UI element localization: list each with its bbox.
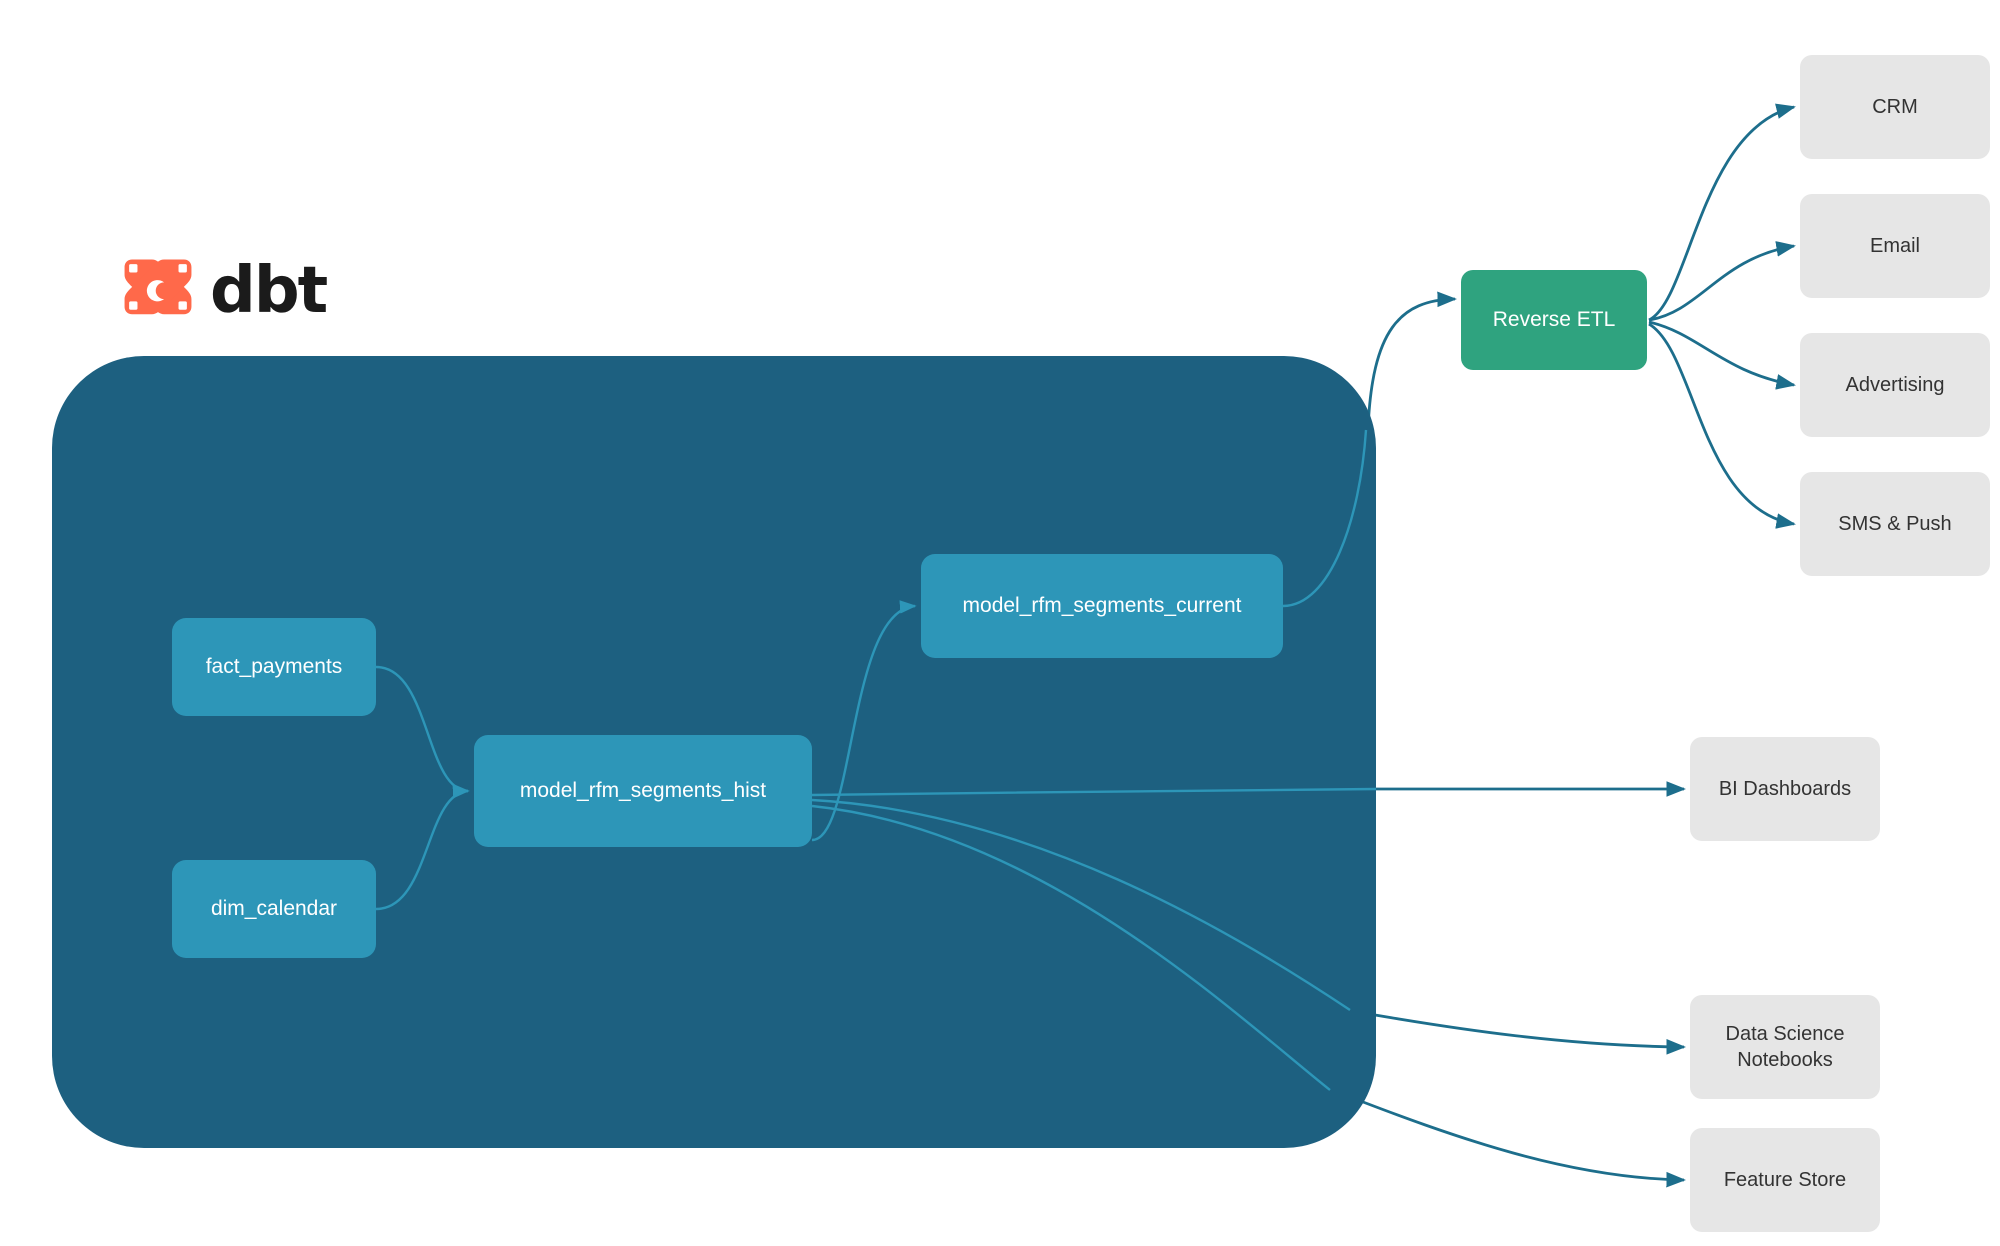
dbt-wordmark: dbt xyxy=(210,254,328,328)
consumer-node-data-science-notebooks[interactable]: Data Science Notebooks xyxy=(1690,995,1880,1099)
model-node-label: dim_calendar xyxy=(210,897,338,920)
model-node-label: model_rfm_segments_hist xyxy=(519,779,767,802)
destination-node-crm[interactable]: CRM xyxy=(1800,55,1990,159)
model-node-label: model_rfm_segments_current xyxy=(962,594,1242,617)
model-node-label: fact_payments xyxy=(205,655,343,678)
dbt-logo-icon xyxy=(124,259,192,315)
destination-label: Advertising xyxy=(1845,374,1945,396)
edge-project-to-ds-notebooks xyxy=(1351,1009,1686,1055)
destination-node-sms-push[interactable]: SMS & Push xyxy=(1800,472,1990,576)
model-node-dim-calendar[interactable]: dim_calendar xyxy=(172,860,376,958)
reverse-etl-node[interactable]: Reverse ETL xyxy=(1461,270,1647,370)
reverse-etl-label: Reverse ETL xyxy=(1492,308,1616,331)
model-node-rfm-segments-hist[interactable]: model_rfm_segments_hist xyxy=(474,735,812,847)
consumer-node-bi-dashboards[interactable]: BI Dashboards xyxy=(1690,737,1880,841)
dbt-logo: dbt xyxy=(120,254,328,331)
destination-node-email[interactable]: Email xyxy=(1800,194,1990,298)
model-node-rfm-segments-current[interactable]: model_rfm_segments_current xyxy=(921,554,1283,658)
edge-reverse-etl-to-advertising xyxy=(1648,320,1796,390)
edge-project-to-feature-store xyxy=(1331,1088,1686,1188)
consumer-label-line2: Notebooks xyxy=(1737,1049,1833,1071)
consumer-label: BI Dashboards xyxy=(1718,778,1852,800)
destination-label: SMS & Push xyxy=(1838,513,1952,535)
consumer-label-line1: Data Science xyxy=(1725,1023,1845,1045)
edge-project-to-reverse-etl xyxy=(1366,291,1457,431)
edge-reverse-etl-to-crm xyxy=(1648,103,1796,322)
edge-reverse-etl-to-sms-push xyxy=(1648,322,1796,529)
consumer-node-feature-store[interactable]: Feature Store xyxy=(1690,1128,1880,1232)
destination-label: CRM xyxy=(1872,96,1918,118)
model-node-fact-payments[interactable]: fact_payments xyxy=(172,618,376,716)
edge-reverse-etl-to-email xyxy=(1648,241,1796,322)
destination-node-advertising[interactable]: Advertising xyxy=(1800,333,1990,437)
consumer-label: Data Science Notebooks xyxy=(1726,1021,1845,1073)
destination-label: Email xyxy=(1869,235,1920,257)
consumer-label: Feature Store xyxy=(1723,1169,1847,1191)
